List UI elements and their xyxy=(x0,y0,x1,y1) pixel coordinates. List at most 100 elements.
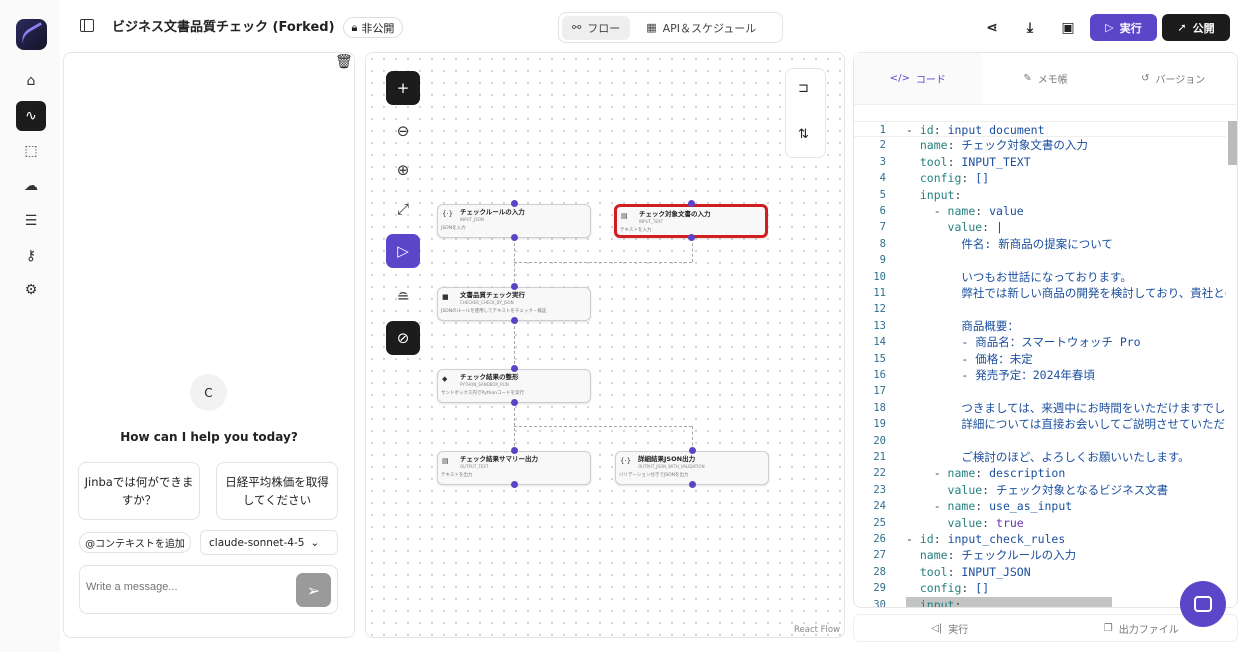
node-handle[interactable] xyxy=(688,200,695,207)
tab-api-schedule[interactable]: ▦API＆スケジュール xyxy=(636,16,766,40)
node-handle[interactable] xyxy=(511,481,518,488)
line-number: 5 xyxy=(879,188,886,201)
model-select[interactable]: claude-sonnet-4-5⌄ xyxy=(200,530,338,555)
node-icon: ▤ xyxy=(442,457,449,465)
line-number: 21 xyxy=(873,451,886,463)
assistant-avatar: C xyxy=(190,374,227,411)
message-input[interactable] xyxy=(86,581,286,593)
node-tool: OUTPUT_JSON_WITH_VALIDATION xyxy=(638,464,705,469)
code-line: 19 詳細については直接お会いしてご説明させていただ xyxy=(854,416,1226,432)
tab-label: メモ帳 xyxy=(1037,75,1068,86)
activity-icon[interactable]: ∿ xyxy=(16,101,46,131)
code-line: 18 つきましては、来週中にお時間をいただけますでし xyxy=(854,400,1226,416)
download-icon[interactable]: ⤓ xyxy=(1026,19,1034,36)
node-title: チェック結果の整形 xyxy=(460,373,519,381)
node-tool: OUTPUT_TEXT xyxy=(460,464,489,469)
node-handle[interactable] xyxy=(688,234,695,241)
add-context-button[interactable]: @コンテキストを追加 xyxy=(79,532,191,553)
hide-icon[interactable]: ⊘ xyxy=(386,321,420,355)
node-handle[interactable] xyxy=(511,234,518,241)
line-number: 22 xyxy=(873,467,886,480)
settings-icon[interactable]: ⚙ xyxy=(24,282,38,298)
react-flow-attribution[interactable]: React Flow xyxy=(794,625,841,635)
line-number: 16 xyxy=(873,369,886,381)
tab-code[interactable]: </> コード xyxy=(854,53,982,104)
key-icon[interactable]: ⚷ xyxy=(25,248,37,264)
model-label: claude-sonnet-4-5 xyxy=(209,536,305,549)
selection-icon[interactable]: ⬚ xyxy=(24,143,38,159)
node-tool: INPUT_JSON xyxy=(460,217,484,222)
code-line: 1- id: input_document xyxy=(854,121,1226,137)
add-node-button[interactable]: + xyxy=(386,71,420,105)
code-text: 件名: 新商品の提案について xyxy=(961,236,1113,251)
run-flow-button[interactable]: ▷ xyxy=(386,234,420,268)
node-handle[interactable] xyxy=(511,283,518,290)
code-line: 30 input: xyxy=(854,596,1226,607)
editor-bottom-bar: ◁|実行 ❐出力ファイル xyxy=(853,614,1238,642)
visibility-badge[interactable]: 🔒︎非公開 xyxy=(342,17,404,38)
tab-label: コード xyxy=(915,75,946,86)
fit-view-icon[interactable]: ⤢ xyxy=(396,200,409,218)
node-handle[interactable] xyxy=(511,317,518,324)
layout-icon[interactable]: ≘ xyxy=(396,288,410,306)
trash-icon[interactable]: 🗑︎ xyxy=(335,54,353,70)
run-tab[interactable]: ◁|実行 xyxy=(854,615,1046,641)
code-line: 24 - name: use_as_input xyxy=(854,498,1226,514)
scrollbar[interactable] xyxy=(1228,121,1237,165)
sidebar-toggle-icon[interactable] xyxy=(80,19,94,32)
suggestion-card[interactable]: Jinbaでは何ができますか？ xyxy=(78,462,200,520)
node-handle[interactable] xyxy=(511,200,518,207)
flow-edge xyxy=(514,426,692,427)
code-icon: </> xyxy=(889,73,910,84)
code-line: 15 - 価格：未定 xyxy=(854,351,1226,367)
line-number: 2 xyxy=(879,139,886,152)
cloud-icon[interactable]: ☁ xyxy=(24,178,38,194)
tab-version[interactable]: ↺バージョン xyxy=(1109,53,1237,104)
code-text: 詳細については直接お会いしてご説明させていただ xyxy=(961,417,1225,432)
node-handle[interactable] xyxy=(511,399,518,406)
line-number: 29 xyxy=(873,582,886,595)
zoom-out-icon[interactable]: ⊖ xyxy=(396,122,410,140)
node-handle[interactable] xyxy=(511,365,518,372)
tab-flow[interactable]: ⚯フロー xyxy=(562,15,631,40)
app-logo[interactable] xyxy=(16,19,47,50)
node-handle[interactable] xyxy=(689,481,696,488)
run-button[interactable]: ▷実行 xyxy=(1090,14,1157,41)
calendar-icon: ▦ xyxy=(646,21,657,34)
tab-label: フロー xyxy=(587,21,621,35)
code-line: 17 xyxy=(854,383,1226,399)
support-chat-button[interactable] xyxy=(1180,581,1226,627)
line-number: 10 xyxy=(873,270,886,283)
sort-icon[interactable]: ⇅ xyxy=(798,127,809,142)
rocket-icon: ➚ xyxy=(1177,21,1187,34)
tab-notepad[interactable]: ✎メモ帳 xyxy=(982,53,1110,104)
code-text: - 商品名：スマートウォッチ Pro xyxy=(961,335,1141,350)
database-icon[interactable]: ☰ xyxy=(24,213,38,229)
panel-toggle-icon[interactable]: ⊐ xyxy=(798,81,809,96)
output-files-tab[interactable]: ❐出力ファイル xyxy=(1046,615,1238,641)
flow-canvas[interactable] xyxy=(365,52,845,638)
share-icon[interactable]: ⋖ xyxy=(986,19,998,36)
node-tool: CHECKER_CHECK_BY_JSON xyxy=(460,300,514,305)
send-button[interactable]: ➢ xyxy=(296,573,331,607)
publish-button[interactable]: ➚公開 xyxy=(1162,14,1230,41)
save-icon[interactable]: ▣ xyxy=(1061,19,1075,36)
play-icon: ▷ xyxy=(1105,21,1114,34)
home-icon[interactable]: ⌂ xyxy=(26,73,36,89)
flow-edge xyxy=(692,426,693,451)
visibility-label: 非公開 xyxy=(361,21,395,35)
line-number: 17 xyxy=(873,385,886,398)
suggestion-card[interactable]: 日経平均株価を取得してください xyxy=(216,462,338,520)
code-text: input: xyxy=(919,597,962,607)
node-handle[interactable] xyxy=(511,447,518,454)
zoom-in-icon[interactable]: ⊕ xyxy=(396,161,410,179)
node-handle[interactable] xyxy=(689,447,696,454)
code-text: いつもお世話になっております。 xyxy=(961,269,1132,284)
